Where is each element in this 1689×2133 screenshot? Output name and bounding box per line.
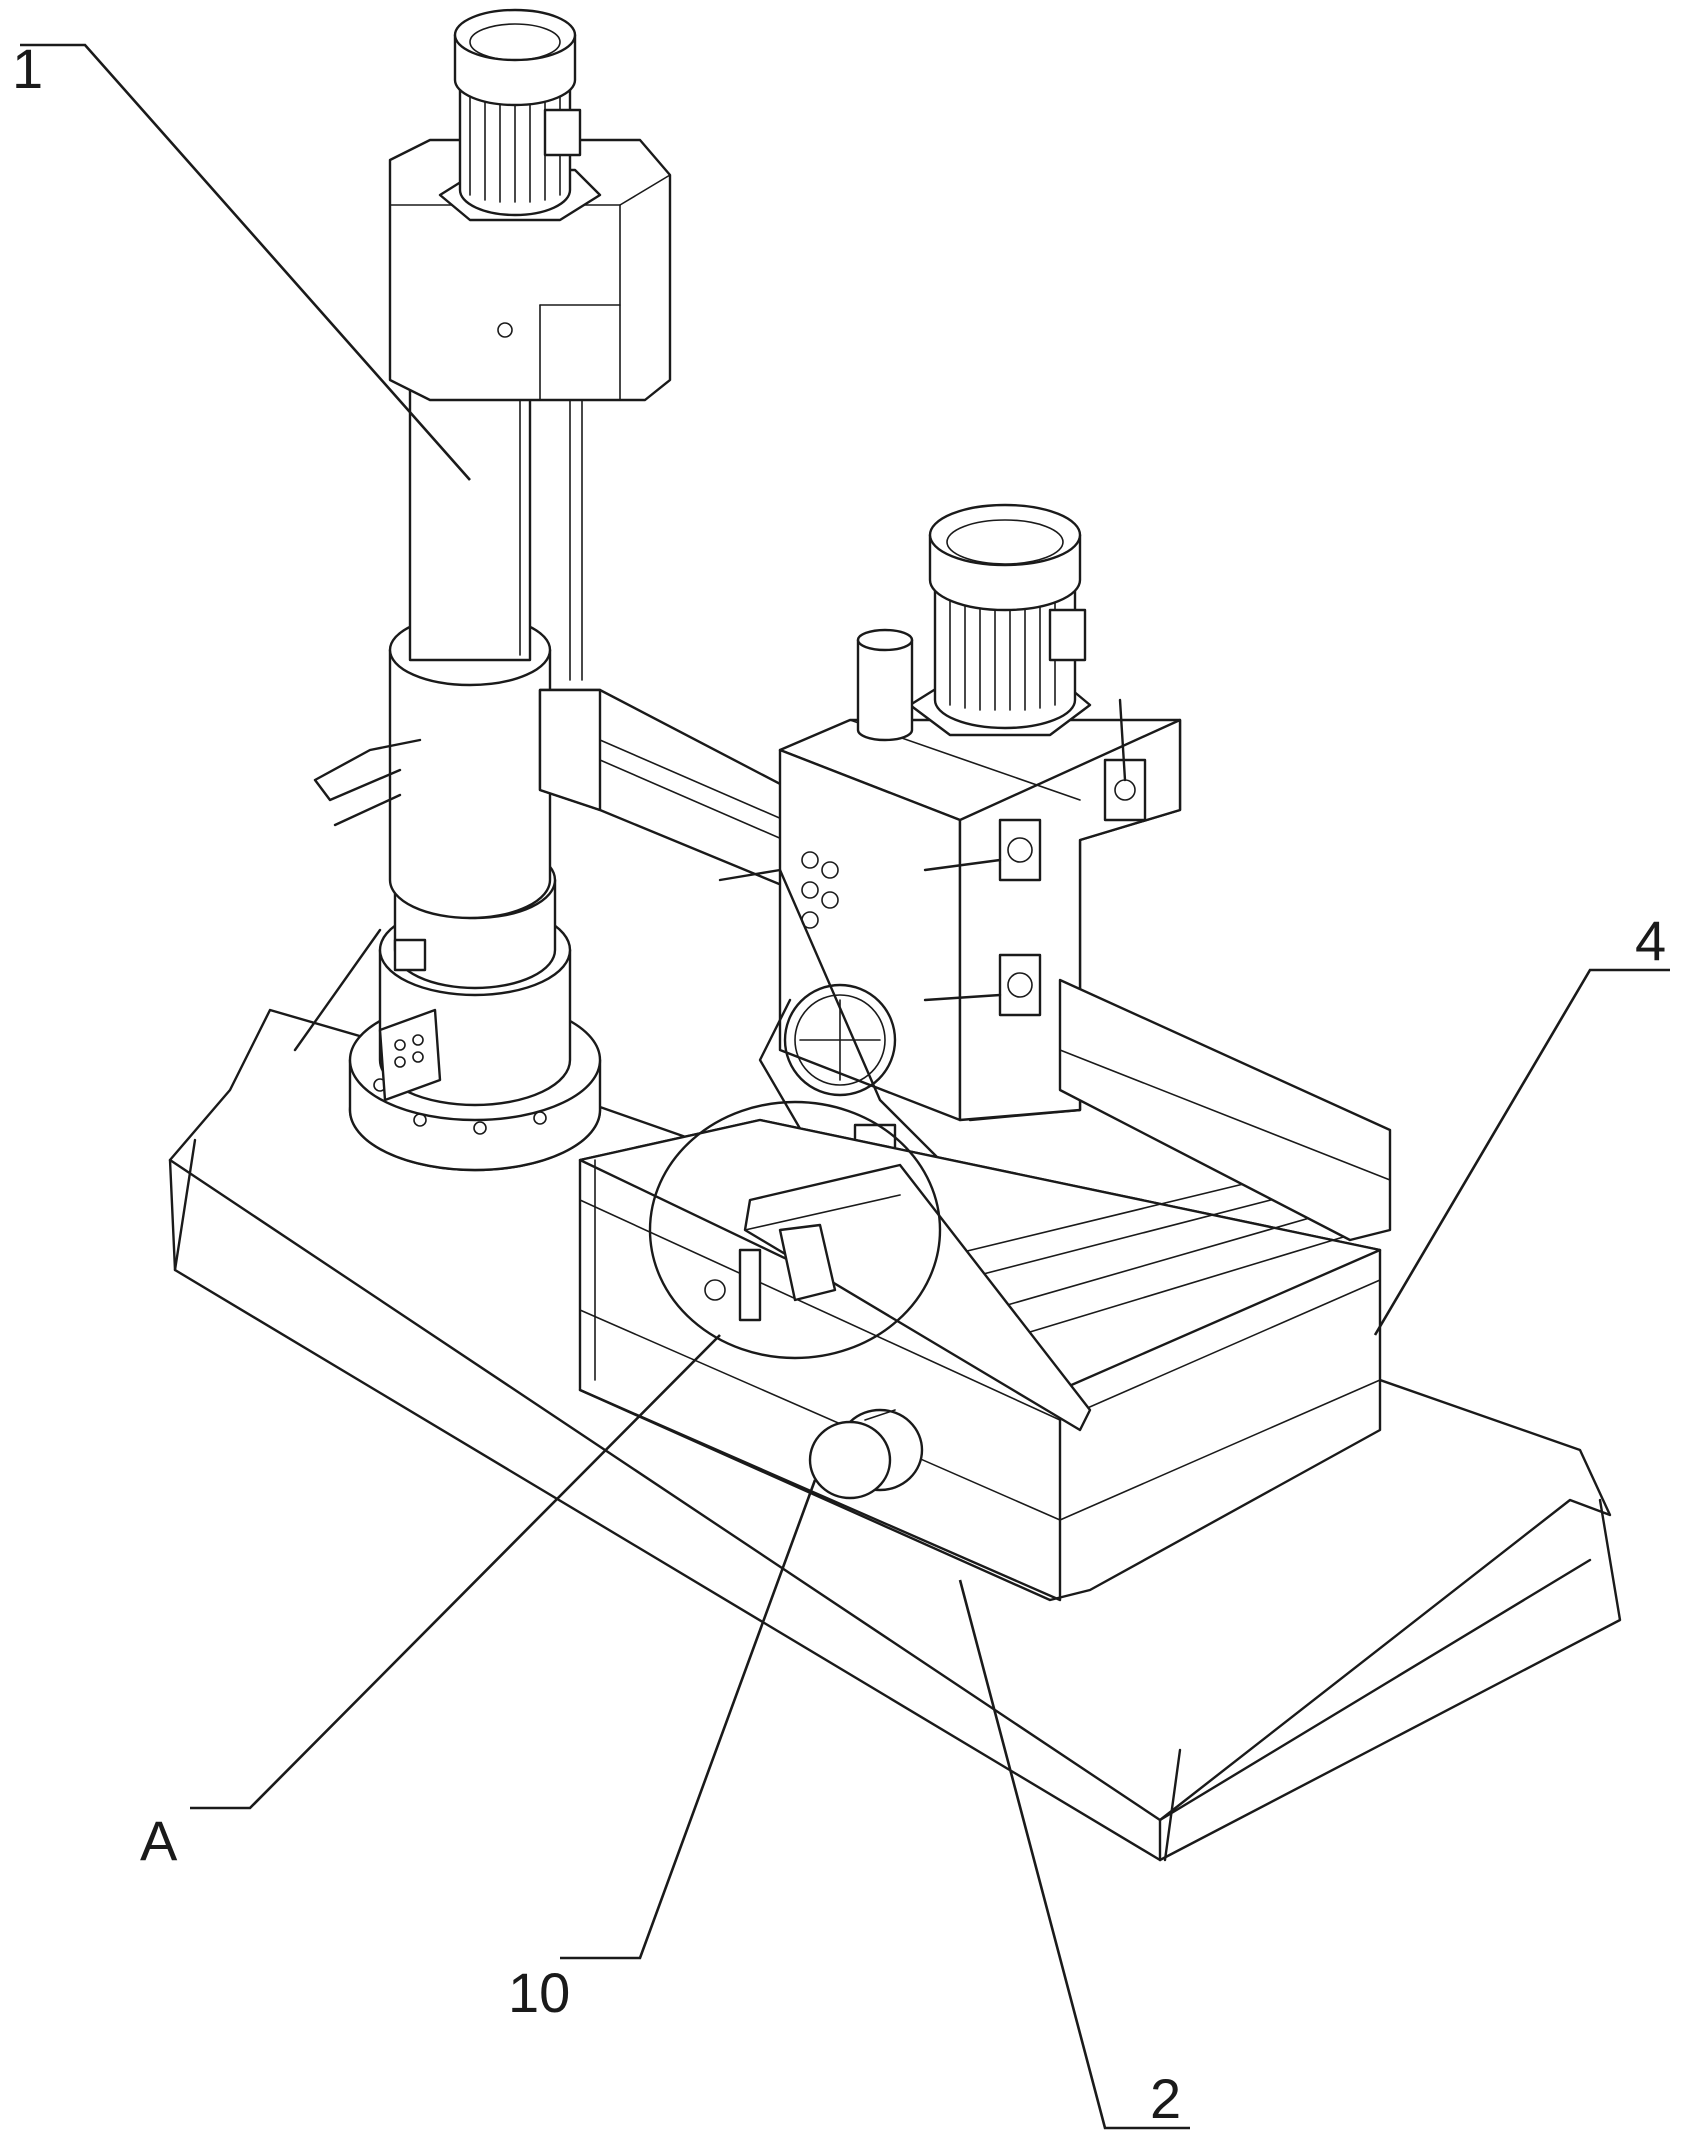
label-10: 10 [508,1961,570,2024]
column [390,330,582,918]
label-1: 1 [12,37,43,100]
label-4: 4 [1635,909,1666,972]
column-motor [440,10,600,220]
label-A: A [140,1809,178,1872]
label-2: 2 [1150,2067,1181,2130]
leader-4 [1375,970,1670,1335]
drill-head-motor [858,505,1090,740]
